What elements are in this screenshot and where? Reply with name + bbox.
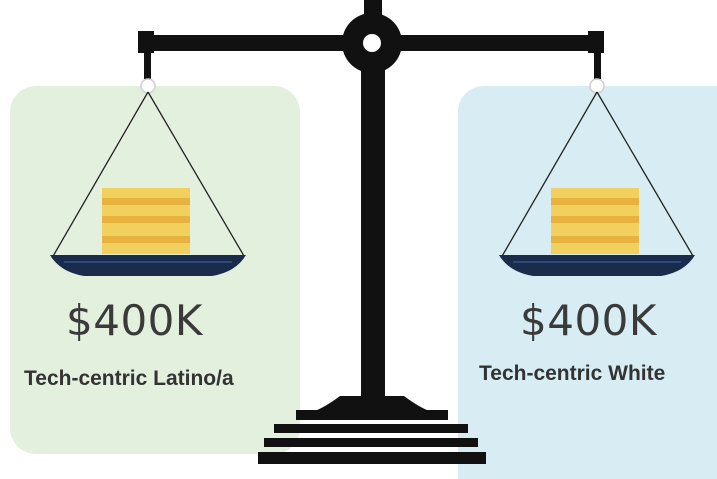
scale-beam-end-left — [138, 31, 154, 53]
right-panel — [458, 86, 717, 479]
string-right-inner — [596, 91, 694, 257]
left-amount: $400K — [66, 296, 203, 345]
gold-stack-icon — [102, 188, 190, 254]
right-label: Tech-centric White — [479, 362, 666, 385]
pan-left — [50, 255, 246, 276]
left-label: Tech-centric Latino/a — [24, 367, 234, 390]
gold-stack-icon — [551, 188, 639, 254]
scale-base-step-2 — [264, 438, 478, 447]
hanger-ring-right — [589, 78, 605, 94]
scale-base-neck — [312, 396, 432, 412]
scale-base-top — [296, 410, 448, 420]
pan-right — [499, 255, 695, 276]
scale-pivot-hole — [363, 34, 381, 52]
right-amount: $400K — [520, 296, 657, 345]
hanger-right — [594, 51, 601, 79]
hanger-left — [144, 51, 151, 79]
scale-post — [361, 56, 385, 396]
scale-base-step-3 — [258, 452, 486, 464]
scale-base-step-1 — [274, 424, 468, 433]
scale-beam-end-right — [588, 31, 604, 53]
string-right-outer — [500, 91, 598, 259]
string-left-outer — [51, 91, 149, 259]
string-left-inner — [147, 91, 245, 257]
hanger-ring-left — [140, 78, 156, 94]
